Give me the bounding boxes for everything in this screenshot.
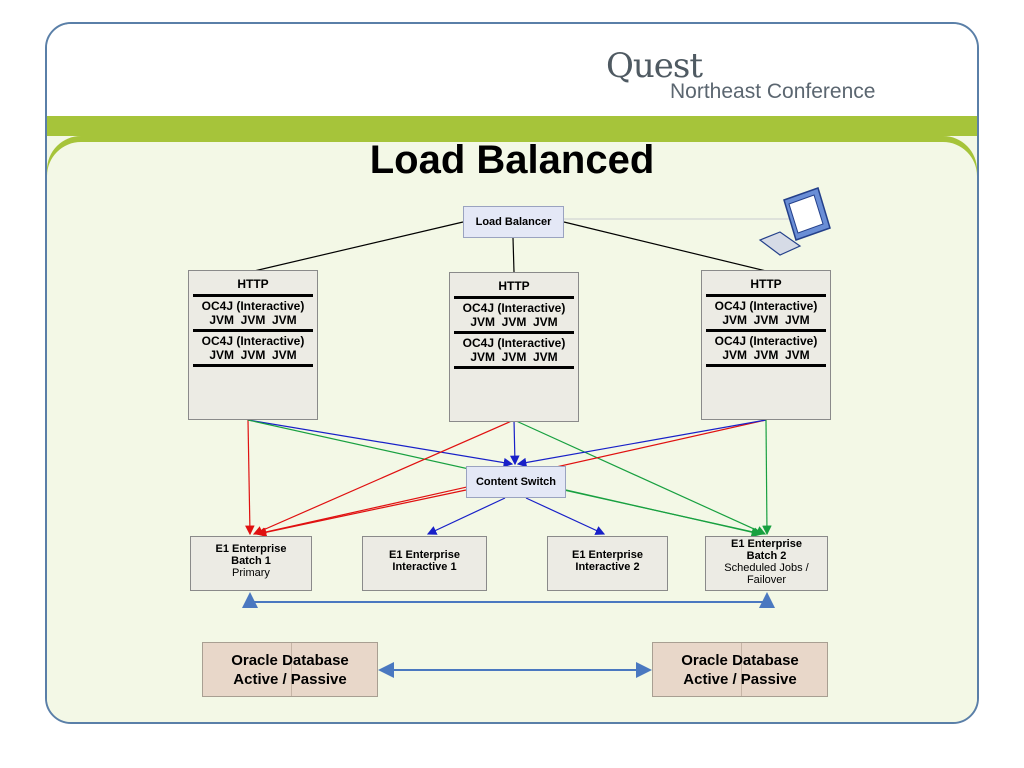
s3-to-batch2-arrow	[762, 419, 772, 536]
http-label: HTTP	[750, 277, 782, 291]
lb-to-server-2-line	[512, 237, 515, 273]
switch-to-interactive1-arrow	[426, 497, 506, 535]
s2-to-batch2-arrow	[513, 419, 767, 535]
workstation-icon	[758, 187, 831, 256]
s2-to-batch1-arrow	[252, 419, 515, 536]
oc4j-label: OC4J (Interactive)	[201, 299, 305, 313]
logo-brand: Quest	[606, 46, 703, 86]
enterprise-batch-1-box: E1 Enterprise Batch 1 Primary	[190, 536, 312, 591]
enterprise-line: Batch 2	[746, 550, 787, 562]
slide-title: Load Balanced	[369, 138, 655, 182]
oc4j-label: OC4J (Interactive)	[462, 336, 566, 350]
divider	[706, 294, 826, 297]
enterprise-line: Scheduled Jobs /	[724, 562, 809, 574]
enterprise-interactive-1-box: E1 Enterprise Interactive 1	[362, 536, 487, 591]
switch-to-interactive2-arrow	[525, 497, 606, 535]
jvm-label: JVM JVM JVM	[722, 313, 810, 327]
enterprise-line: Batch 1	[231, 555, 271, 567]
header-band	[47, 24, 977, 116]
divider	[193, 364, 313, 367]
divider	[706, 364, 826, 367]
divider	[706, 329, 826, 332]
database-line: Oracle Database	[231, 652, 349, 669]
s1-to-switch-arrow	[247, 419, 514, 468]
enterprise-line: E1 Enterprise	[731, 538, 802, 550]
http-label: HTTP	[237, 277, 269, 291]
database-line: Active / Passive	[683, 671, 797, 688]
divider	[454, 331, 574, 334]
enterprise-line: Failover	[746, 574, 787, 586]
oracle-database-1: Oracle Database Active / Passive	[202, 642, 378, 697]
jvm-label: JVM JVM JVM	[209, 313, 297, 327]
http-label: HTTP	[498, 279, 530, 293]
s3-to-switch-arrow	[516, 419, 767, 468]
enterprise-line: E1 Enterprise	[389, 549, 460, 561]
divider	[741, 643, 742, 696]
http-server-1: HTTP OC4J (Interactive) JVM JVM JVM OC4J…	[188, 270, 318, 420]
accent-band	[47, 116, 977, 136]
content-switch-box: Content Switch	[466, 466, 566, 498]
oc4j-label: OC4J (Interactive)	[714, 334, 818, 348]
divider	[193, 329, 313, 332]
lb-to-server-3-line	[563, 221, 767, 272]
jvm-label: JVM JVM JVM	[470, 315, 558, 329]
switch-to-batch2-arrow	[565, 489, 762, 537]
enterprise-batch-2-box: E1 Enterprise Batch 2 Scheduled Jobs / F…	[705, 536, 828, 591]
jvm-label: JVM JVM JVM	[722, 348, 810, 362]
oracle-database-2: Oracle Database Active / Passive	[652, 642, 828, 697]
batch-failover-link	[249, 600, 768, 603]
divider	[454, 366, 574, 369]
divider	[291, 643, 292, 696]
jvm-label: JVM JVM JVM	[209, 348, 297, 362]
http-server-3: HTTP OC4J (Interactive) JVM JVM JVM OC4J…	[701, 270, 831, 420]
divider	[454, 296, 574, 299]
enterprise-line: E1 Enterprise	[215, 543, 287, 555]
enterprise-interactive-2-box: E1 Enterprise Interactive 2	[547, 536, 668, 591]
logo-subtitle: Northeast Conference	[670, 80, 876, 103]
enterprise-line: E1 Enterprise	[572, 549, 643, 561]
lb-to-server-1-line	[253, 221, 464, 272]
enterprise-line: Interactive 2	[575, 561, 640, 573]
oc4j-label: OC4J (Interactive)	[462, 301, 566, 315]
database-line: Oracle Database	[681, 652, 799, 669]
s2-to-switch-arrow	[510, 419, 520, 466]
s1-to-batch1-arrow	[245, 419, 255, 536]
load-balancer-box: Load Balancer	[463, 206, 564, 238]
enterprise-line: Primary	[232, 567, 270, 579]
jvm-label: JVM JVM JVM	[470, 350, 558, 364]
divider	[193, 294, 313, 297]
http-server-2: HTTP OC4J (Interactive) JVM JVM JVM OC4J…	[449, 272, 579, 422]
database-line: Active / Passive	[233, 671, 347, 688]
switch-to-batch1-arrow	[256, 489, 467, 537]
oc4j-label: OC4J (Interactive)	[714, 299, 818, 313]
enterprise-line: Interactive 1	[392, 561, 457, 573]
oc4j-label: OC4J (Interactive)	[201, 334, 305, 348]
